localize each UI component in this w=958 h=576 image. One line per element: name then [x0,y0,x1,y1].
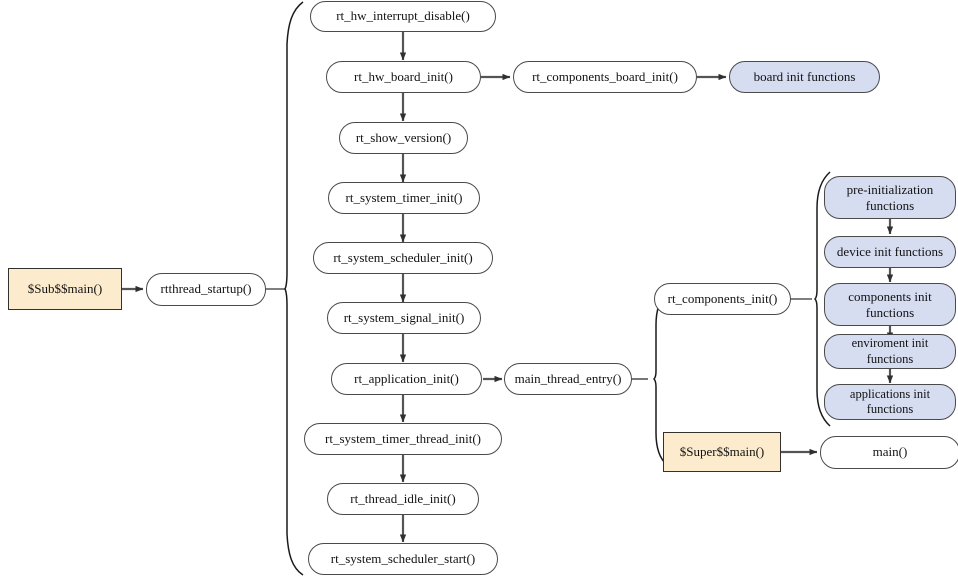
node-applications-init-functions[interactable]: applications init functions [824,384,956,420]
node-rt-system-timer-init-label: rt_system_timer_init() [345,189,463,205]
node-super-main-label: $Super$$main() [679,443,765,459]
node-rt-system-timer-thread-init[interactable]: rt_system_timer_thread_init() [304,423,502,455]
node-rt-system-timer-thread-init-label: rt_system_timer_thread_init() [325,430,481,446]
node-rt-thread-idle-init[interactable]: rt_thread_idle_init() [327,483,479,515]
node-rt-system-timer-init[interactable]: rt_system_timer_init() [328,182,480,214]
node-sub-main-label: $Sub$$main() [27,280,103,296]
node-rtthread-startup[interactable]: rtthread_startup() [146,273,266,306]
node-rt-components-init-label: rt_components_init() [667,290,778,306]
brace-startup-body [284,1,304,576]
node-enviroment-init-functions[interactable]: enviroment init functions [824,334,956,369]
node-rt-hw-board-init-label: rt_hw_board_init() [354,68,453,84]
node-main-thread-entry[interactable]: main_thread_entry() [504,363,632,395]
node-rt-components-init[interactable]: rt_components_init() [654,283,791,315]
node-applications-init-functions-label: applications init functions [849,386,931,416]
node-pre-initialization-functions[interactable]: pre-initialization functions [824,176,956,219]
node-rt-thread-idle-init-label: rt_thread_idle_init() [350,490,456,506]
node-rt-system-scheduler-init[interactable]: rt_system_scheduler_init() [313,242,493,274]
node-rt-application-init[interactable]: rt_application_init() [331,363,482,395]
node-super-main[interactable]: $Super$$main() [663,432,781,472]
node-components-init-functions[interactable]: components init functions [824,283,956,326]
node-main[interactable]: main() [820,436,958,469]
node-rt-hw-board-init[interactable]: rt_hw_board_init() [326,61,481,93]
node-components-init-functions-label: components init functions [848,288,932,320]
node-rt-application-init-label: rt_application_init() [354,370,459,386]
node-rt-hw-interrupt-disable-label: rt_hw_interrupt_disable() [336,8,470,24]
node-enviroment-init-functions-label: enviroment init functions [851,336,929,366]
node-pre-initialization-functions-label: pre-initialization functions [846,181,934,213]
node-main-label: main() [872,444,908,460]
node-rt-show-version[interactable]: rt_show_version() [339,122,468,154]
node-sub-main[interactable]: $Sub$$main() [8,268,122,310]
node-board-init-functions[interactable]: board init functions [729,61,880,93]
node-board-init-functions-label: board init functions [753,68,856,84]
node-main-thread-entry-label: main_thread_entry() [514,370,622,386]
node-rt-system-scheduler-start-label: rt_system_scheduler_start() [330,550,476,566]
node-rtthread-startup-label: rtthread_startup() [160,281,252,297]
node-rt-hw-interrupt-disable[interactable]: rt_hw_interrupt_disable() [310,1,496,32]
node-device-init-functions[interactable]: device init functions [824,236,956,268]
node-rt-components-board-init-label: rt_components_board_init() [532,68,678,84]
node-device-init-functions-label: device init functions [836,243,944,259]
node-rt-system-signal-init[interactable]: rt_system_signal_init() [327,302,481,334]
node-rt-show-version-label: rt_show_version() [355,129,452,145]
node-rt-system-scheduler-init-label: rt_system_scheduler_init() [333,249,473,265]
node-rt-components-board-init[interactable]: rt_components_board_init() [513,61,697,93]
node-rt-system-signal-init-label: rt_system_signal_init() [343,309,465,325]
node-rt-system-scheduler-start[interactable]: rt_system_scheduler_start() [308,543,498,575]
